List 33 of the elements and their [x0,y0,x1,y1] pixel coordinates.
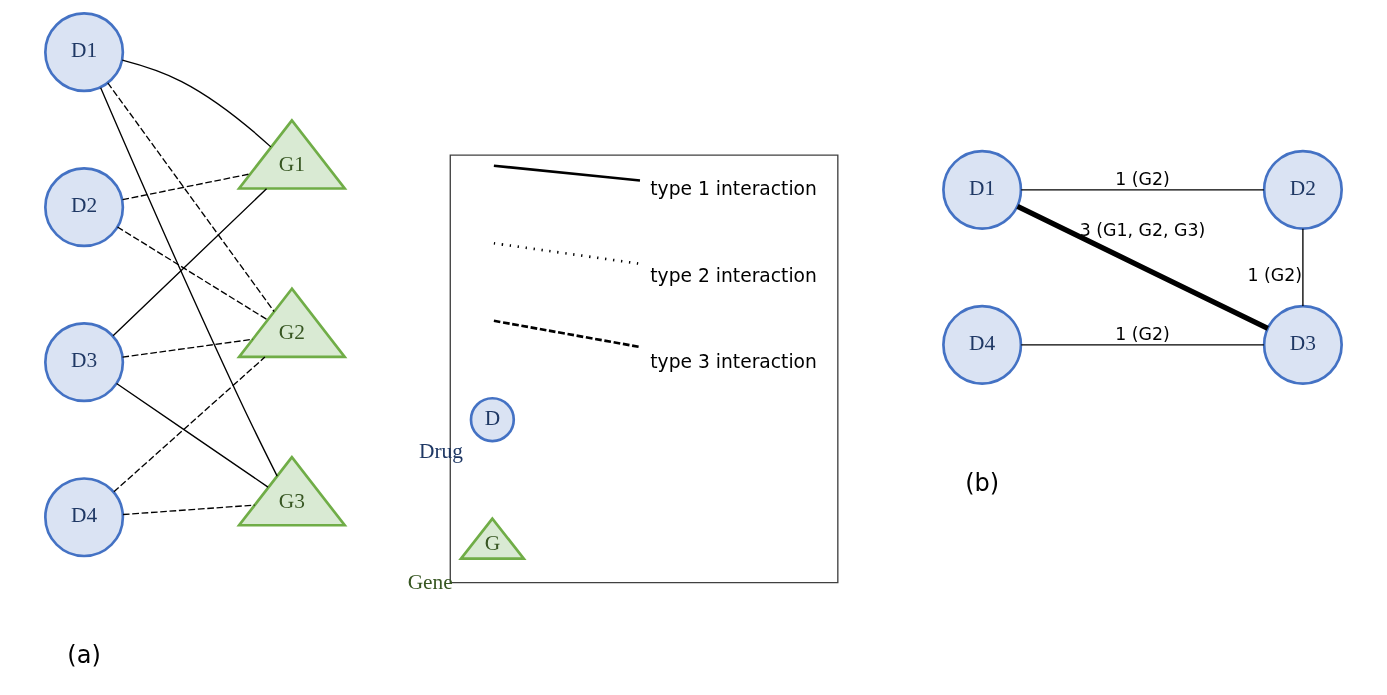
connector [121,338,254,358]
connector [100,87,278,477]
legend-label: type 2 interaction [650,264,817,286]
edge-label: 1 (G2) [1115,324,1170,345]
legend-label: type 3 interaction [650,351,817,373]
node-circle: D [469,396,516,443]
label: (b) [965,469,1000,498]
label: (a) [67,641,101,670]
node-circle: D4 [44,477,125,558]
connector [116,226,269,321]
connector [115,382,269,488]
node-circle: D1 [44,12,125,93]
connector [113,356,266,493]
node-circle: D2 [44,167,125,248]
node-circle: D3 [1262,304,1343,385]
connector [1016,204,1269,331]
node-circle: D3 [44,322,125,403]
node-circle: D1 [942,149,1023,230]
connector [1020,344,1265,346]
edge-label: 3 (G1, G2, G3) [1079,219,1206,240]
node-label: Gene [407,570,453,595]
node-circle: D2 [1262,149,1343,230]
node-circle: D4 [942,304,1023,385]
connector [1302,228,1304,307]
edge-label: 1 (G2) [1115,168,1170,189]
connector [112,188,268,337]
legend-label: type 1 interaction [650,177,817,199]
connector [121,59,272,148]
connector [107,82,275,313]
connector [122,504,256,516]
edge-label: 1 (G2) [1247,265,1303,286]
connector [121,173,251,201]
connector [1020,189,1265,191]
